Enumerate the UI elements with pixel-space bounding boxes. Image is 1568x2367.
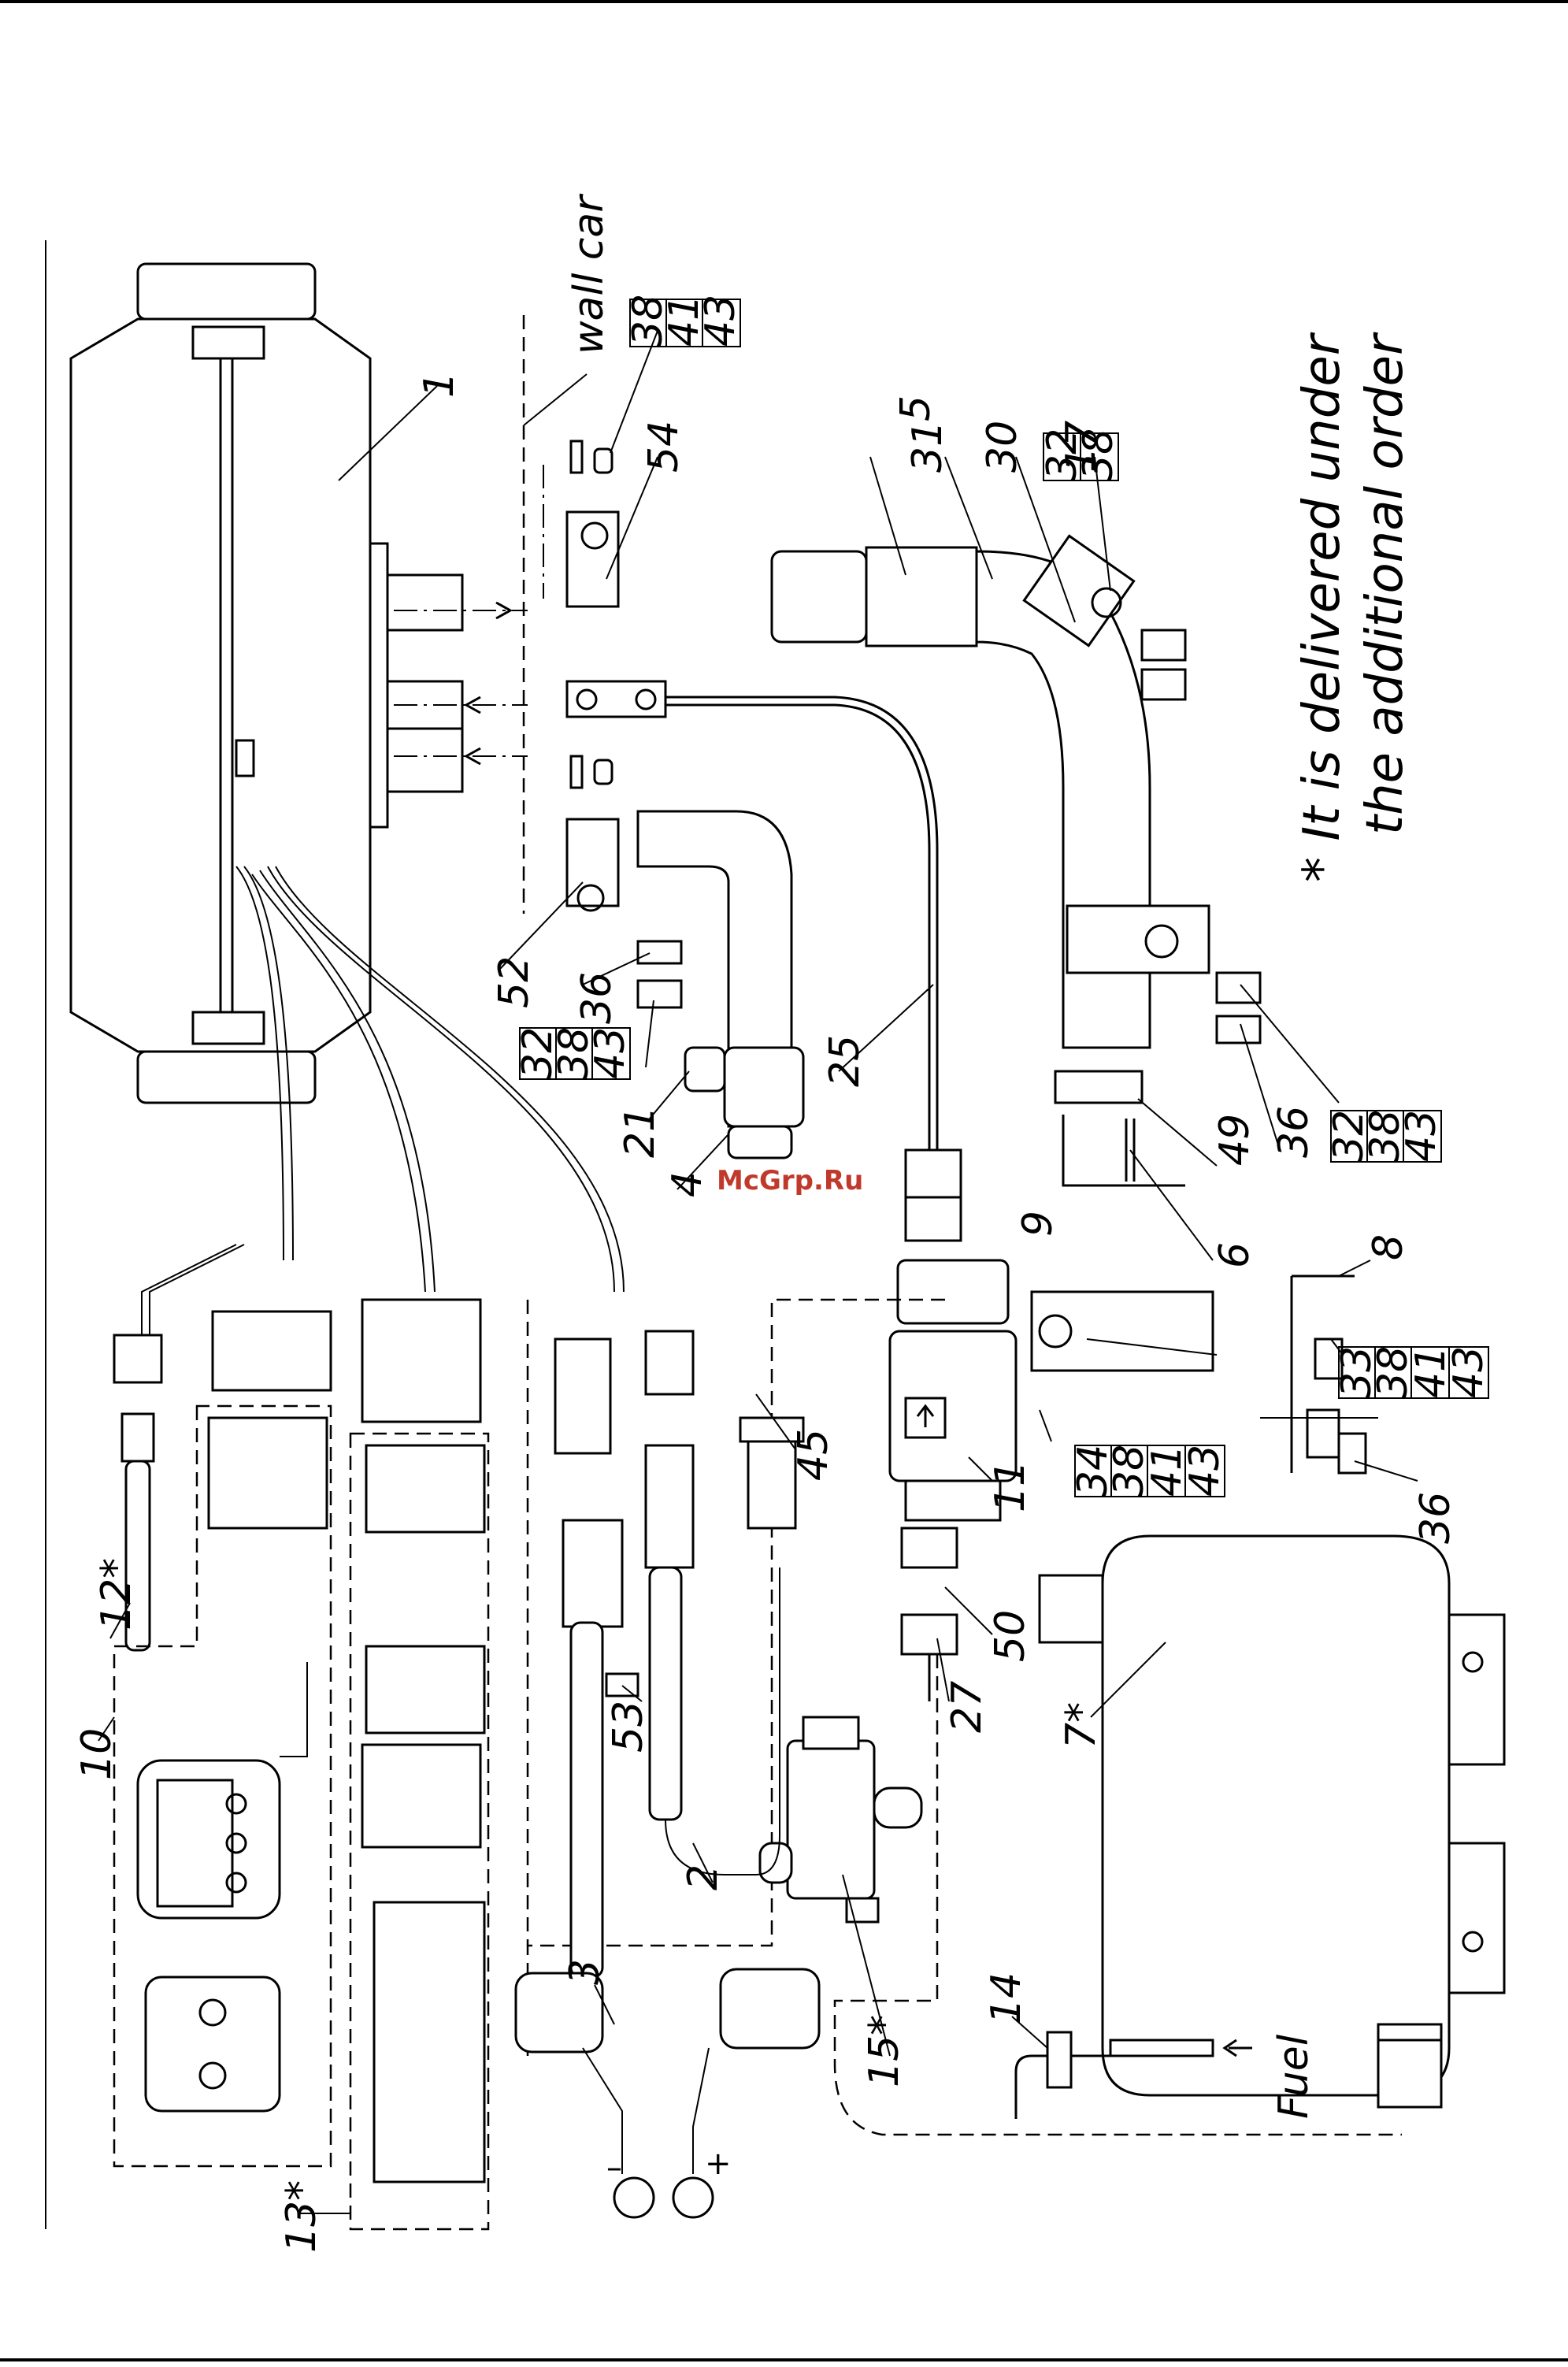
- control-panel-10: [113, 1404, 332, 2168]
- wall-leader: [523, 373, 588, 426]
- svg-text:43: 43: [1398, 1110, 1445, 1162]
- callout-9: 9: [1014, 1211, 1062, 1237]
- stack-34: 34 38 41 43: [1069, 1445, 1229, 1497]
- callout-50: 50: [987, 1610, 1034, 1662]
- footnote-line-2: the additional order: [1356, 332, 1414, 835]
- svg-text:43: 43: [1181, 1445, 1229, 1497]
- bottom-border-rule: [0, 2358, 1568, 2361]
- minus-sign: –: [606, 2150, 622, 2186]
- plus-sign: +: [705, 2146, 732, 2182]
- stack-17: 32 38: [1039, 429, 1122, 481]
- bracket-49-6: [1030, 1070, 1214, 1372]
- svg-text:41: 41: [661, 295, 708, 347]
- callout-8: 8: [1365, 1234, 1412, 1260]
- top-border-rule: [0, 0, 1568, 3]
- svg-text:34: 34: [1069, 1445, 1117, 1497]
- callout-27: 27: [943, 1681, 991, 1733]
- callout-5: 5: [892, 395, 940, 421]
- exhaust-pipe: [770, 534, 1210, 1049]
- svg-text:32: 32: [514, 1027, 562, 1079]
- svg-text:38: 38: [1106, 1445, 1153, 1497]
- wiring-harness: [141, 866, 625, 1339]
- fuel-line-25: [565, 680, 962, 1242]
- footnote-line-1: * It is delivered under: [1293, 332, 1351, 882]
- dosing-pump-15: [758, 1716, 923, 1924]
- fuel-pickup-14: [1014, 2031, 1252, 2119]
- callout-36-a: 36: [573, 972, 621, 1024]
- callout-12: 12*: [93, 1558, 140, 1631]
- harness-box-13: [349, 1432, 490, 2231]
- callout-4: 4: [664, 1171, 711, 1197]
- svg-text:43: 43: [587, 1027, 634, 1079]
- bracket-54: [543, 440, 620, 608]
- svg-text:33: 33: [1333, 1346, 1381, 1398]
- svg-text:38: 38: [1075, 429, 1122, 480]
- svg-text:38: 38: [550, 1027, 598, 1079]
- stack-33: 33 38 41 43: [1333, 1346, 1492, 1399]
- battery-cables-3: [514, 1968, 821, 2219]
- svg-text:41: 41: [1144, 1445, 1191, 1497]
- svg-text:43: 43: [697, 295, 744, 347]
- svg-text:43: 43: [1445, 1346, 1492, 1398]
- stack-32-left: 32 38 43: [514, 1027, 634, 1080]
- callout-45: 45: [790, 1429, 837, 1481]
- bracket-8: [1260, 1274, 1378, 1473]
- callout-2: 2: [680, 1864, 727, 1890]
- callout-1: 1: [416, 372, 463, 398]
- callout-53: 53: [605, 1701, 652, 1753]
- callout-49: 49: [1211, 1114, 1258, 1166]
- callout-25: 25: [821, 1035, 869, 1087]
- dashed-route-a: [526, 1298, 945, 2056]
- callout-54: 54: [640, 421, 688, 473]
- callout-15: 15*: [861, 2015, 908, 2087]
- leader-lines: [98, 330, 1418, 2214]
- callout-36-c: 36: [1412, 1492, 1459, 1544]
- dashed-route-b: [833, 1654, 1402, 2136]
- svg-text:41: 41: [1407, 1346, 1455, 1398]
- heater-unit: [69, 262, 528, 1104]
- callout-14: 14: [983, 1972, 1030, 2024]
- callout-labels: 1 5 31 30 17 54 52 36 21 4 25 49 6 36 8 …: [73, 372, 1459, 2253]
- callout-13: 13*: [278, 2180, 325, 2253]
- svg-text:38: 38: [1362, 1110, 1409, 1162]
- svg-text:38: 38: [625, 295, 672, 347]
- stack-top-right: 38 41 43: [625, 295, 744, 347]
- callout-31: 31: [904, 421, 951, 473]
- svg-text:32: 32: [1325, 1110, 1373, 1162]
- callout-7: 7*: [1058, 1702, 1105, 1749]
- svg-text:38: 38: [1370, 1346, 1417, 1398]
- stack-32-right: 32 38 43: [1325, 1110, 1445, 1163]
- connectors: [113, 1298, 805, 2183]
- fuel-tank-7: [1038, 1534, 1506, 2109]
- callout-52: 52: [491, 956, 538, 1008]
- callout-10: 10: [73, 1728, 120, 1780]
- fuel-label: Fuel: [1270, 2034, 1318, 2119]
- callout-3: 3: [562, 1959, 609, 1985]
- callout-36-b: 36: [1270, 1106, 1318, 1158]
- callout-21: 21: [617, 1106, 664, 1158]
- callout-6: 6: [1211, 1242, 1258, 1268]
- callout-11: 11: [987, 1460, 1034, 1512]
- air-intake: [636, 810, 805, 1159]
- wall-car-label: wall car: [565, 193, 613, 354]
- svg-text:32: 32: [1039, 429, 1086, 480]
- bracket-52: [565, 755, 620, 912]
- fuel-pump-11: [888, 1259, 1018, 1701]
- watermark: McGrp.Ru: [717, 1165, 863, 1196]
- callout-30: 30: [979, 421, 1026, 473]
